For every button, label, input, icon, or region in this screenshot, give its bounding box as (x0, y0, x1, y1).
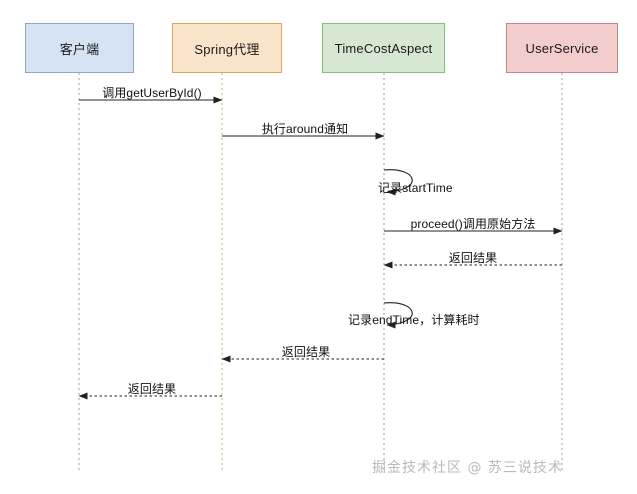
message-label-m8: 返回结果 (127, 382, 177, 396)
participant-label-client: 客户端 (59, 41, 100, 57)
participant-box-client[interactable]: 客户端 (25, 23, 134, 73)
watermark: 掘金技术社区 @ 苏三说技术 (372, 460, 563, 476)
message-label-m1: 调用getUserById() (102, 86, 202, 100)
message-label-m3: 记录startTime (378, 181, 453, 195)
participant-label-timecost-aspect: TimeCostAspect (334, 40, 433, 56)
message-label-m6: 记录endTime，计算耗时 (348, 313, 480, 327)
participant-box-timecost-aspect[interactable]: TimeCostAspect (322, 23, 445, 73)
message-label-m7: 返回结果 (281, 345, 331, 359)
message-label-m4: proceed()调用原始方法 (410, 217, 536, 231)
participant-box-user-service[interactable]: UserService (506, 23, 618, 73)
participant-label-spring-proxy: Spring代理 (194, 41, 260, 57)
participant-label-user-service: UserService (525, 40, 599, 56)
message-label-m5: 返回结果 (448, 251, 498, 265)
message-label-m2: 执行around通知 (261, 122, 349, 136)
message-arrow-m6 (383, 302, 413, 329)
participant-box-spring-proxy[interactable]: Spring代理 (172, 23, 282, 73)
message-arrow-m3 (383, 169, 413, 196)
